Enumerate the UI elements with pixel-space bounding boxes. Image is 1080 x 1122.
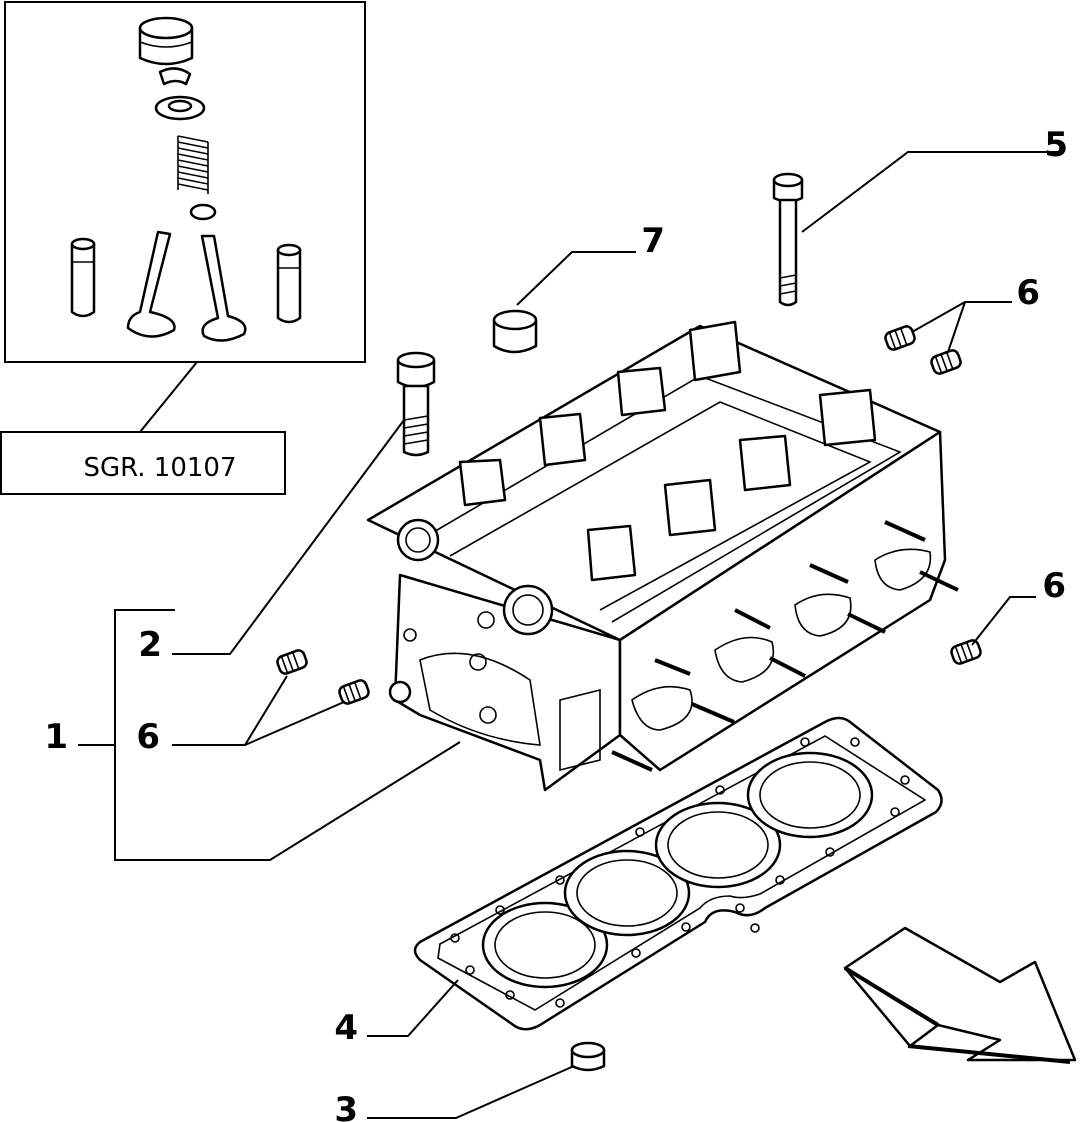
- long-bolt-icon: [772, 172, 804, 307]
- retainer-icon: [154, 95, 206, 121]
- valve-guide-left-icon: [70, 237, 96, 318]
- valve-spring-icon: [177, 135, 209, 194]
- plug-icons: [276, 325, 982, 705]
- callout-6-right: 6: [1042, 566, 1066, 606]
- seal-icon: [189, 203, 217, 221]
- cotter-icon: [158, 67, 192, 86]
- leader-lines: [78, 151, 1060, 1119]
- reference-label: SGR. 10107: [83, 453, 236, 483]
- valve-guide-right-icon: [276, 243, 302, 324]
- cap-icon: [492, 309, 538, 354]
- callout-2: 2: [138, 625, 162, 665]
- callout-1: 1: [44, 717, 68, 757]
- dowel-icon: [570, 1041, 606, 1072]
- callout-5: 5: [1044, 125, 1068, 165]
- valve-left-icon: [126, 230, 176, 338]
- direction-arrow-icon: [843, 926, 1077, 1064]
- head-bolt-icon: [396, 351, 436, 457]
- callout-3: 3: [334, 1090, 358, 1122]
- reference-box: [0, 431, 286, 495]
- callout-7: 7: [641, 221, 665, 261]
- callout-6-top: 6: [1016, 273, 1040, 313]
- tappet-icon: [138, 16, 194, 66]
- cylinder-head-icon: [366, 320, 959, 792]
- head-gasket-icon: [413, 716, 943, 1031]
- callout-4: 4: [334, 1008, 358, 1048]
- valve-right-icon: [200, 234, 247, 342]
- callout-6-left: 6: [136, 717, 160, 757]
- valve-assembly-inset: [4, 1, 366, 363]
